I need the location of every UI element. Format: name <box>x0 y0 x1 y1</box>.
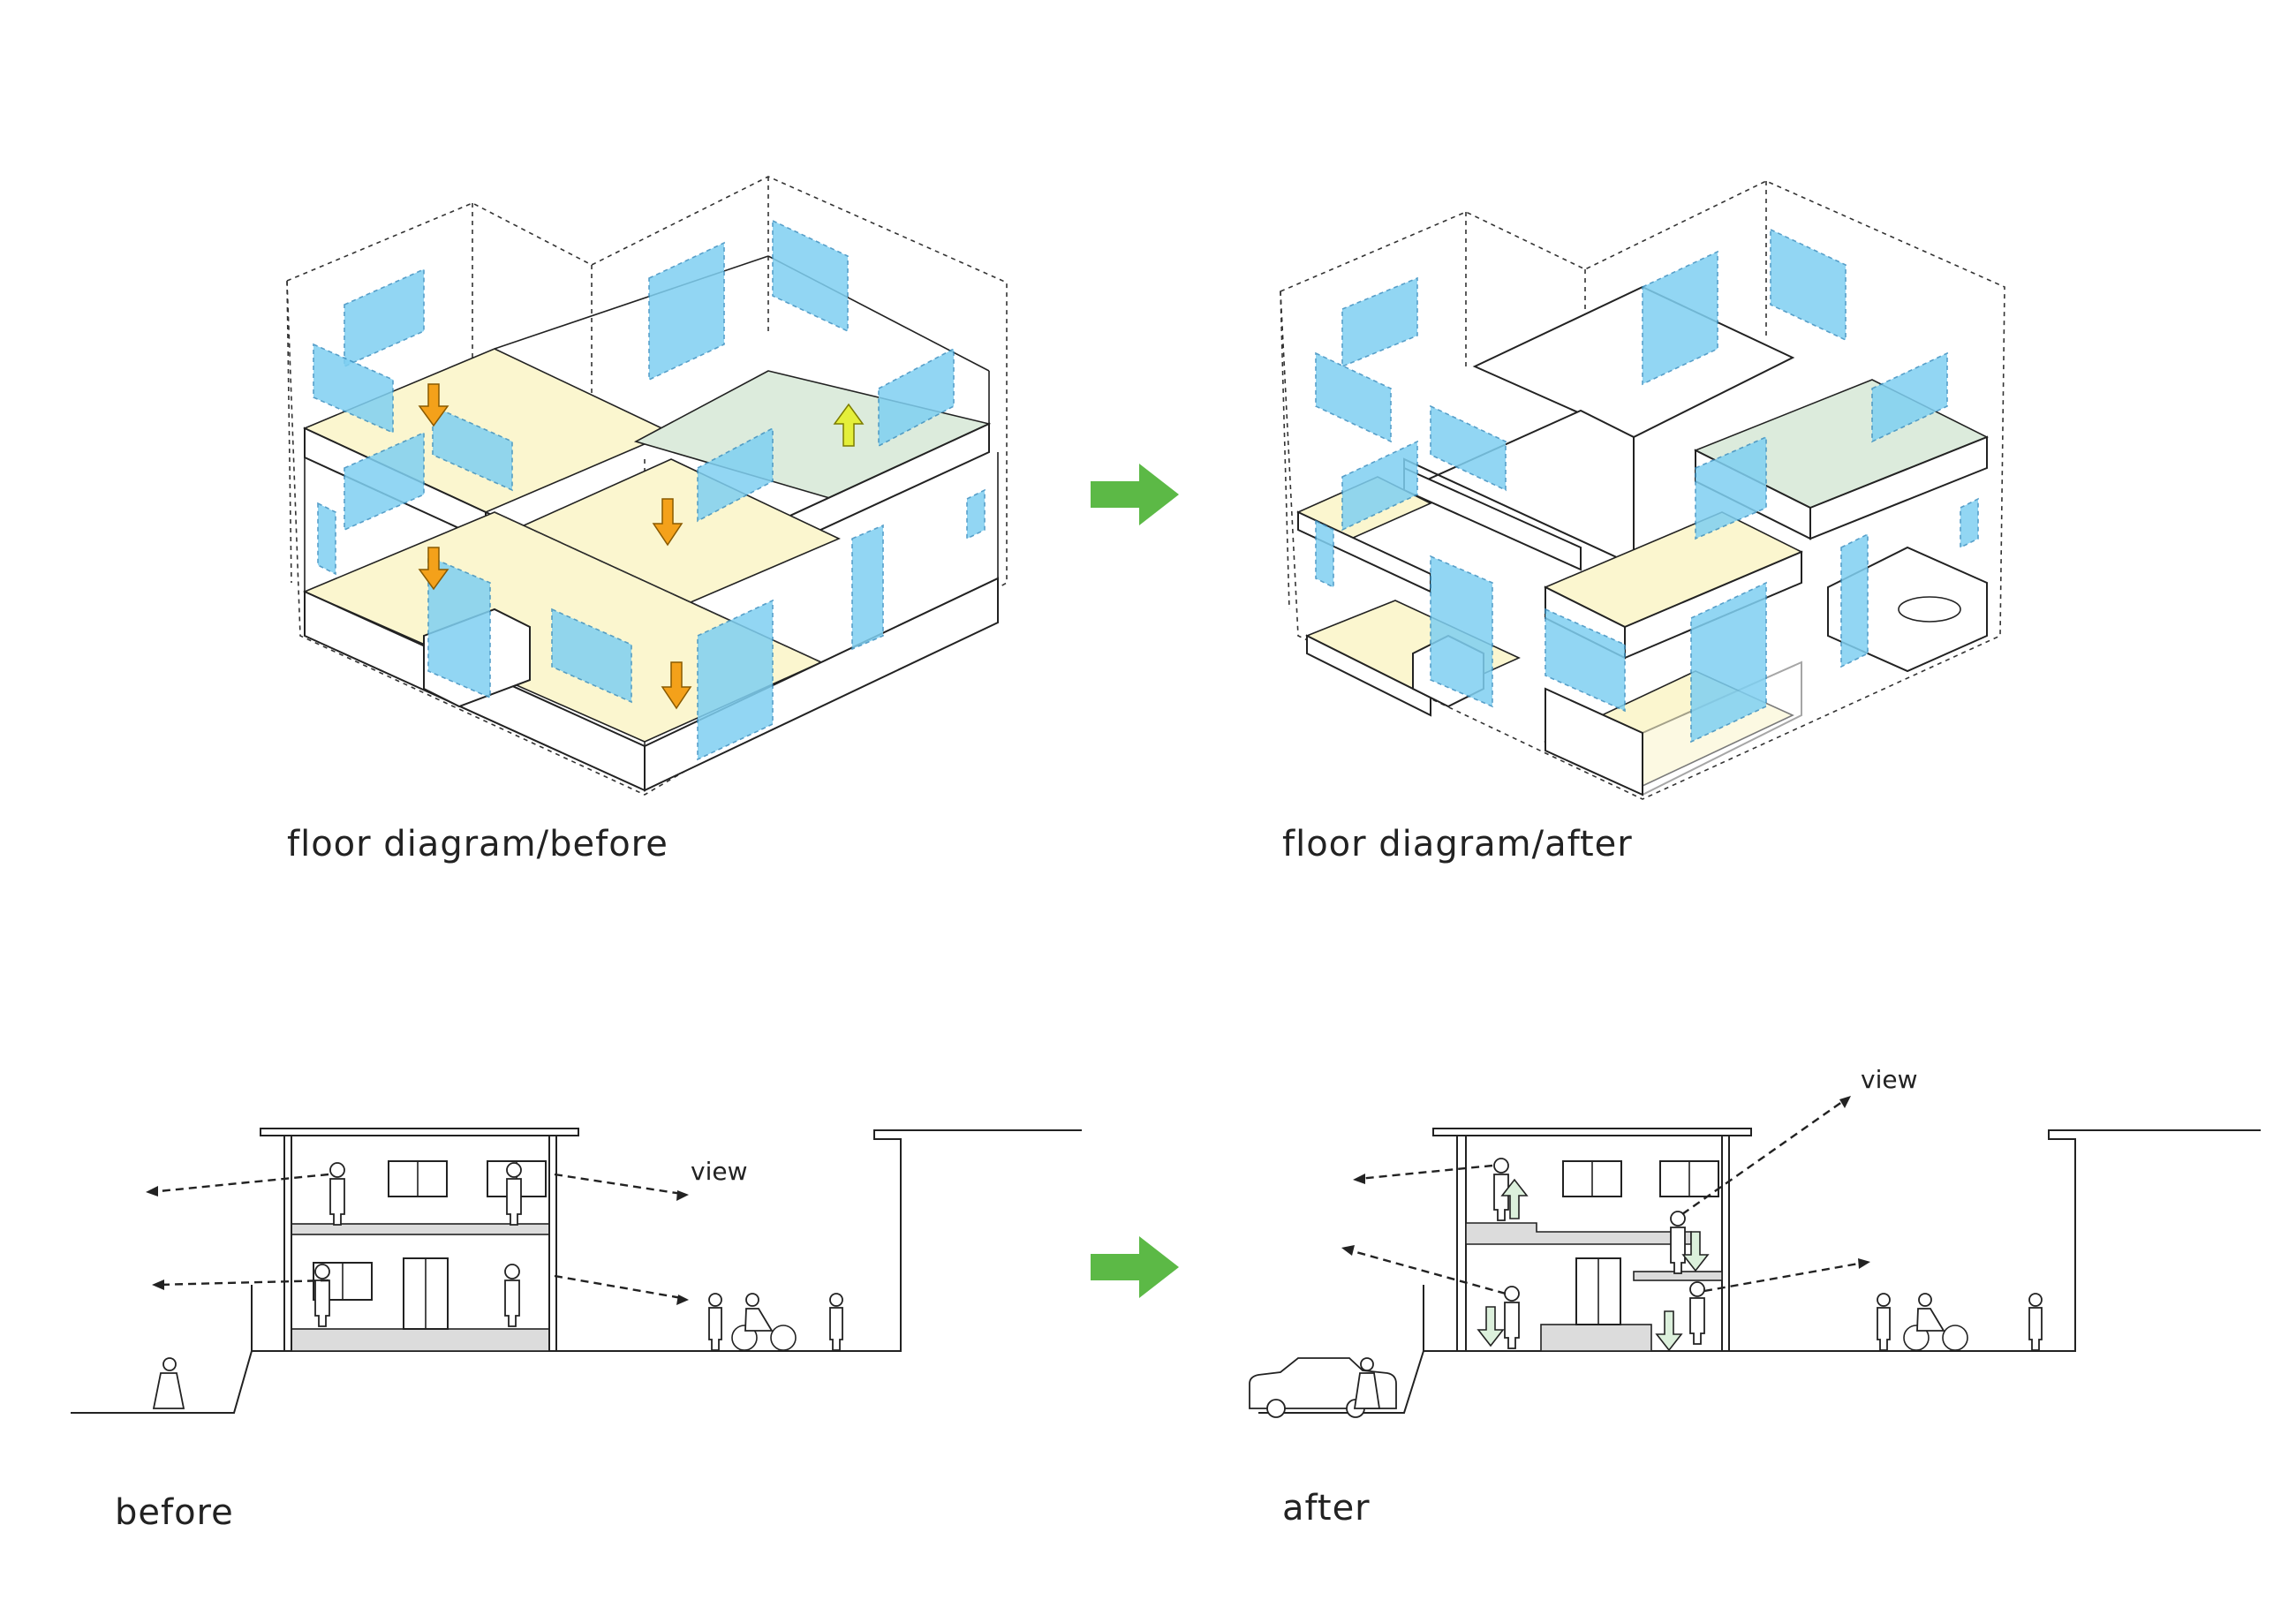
person-figure <box>2028 1293 2043 1351</box>
view-label: view <box>1861 1065 1917 1094</box>
person-figure <box>506 1162 522 1226</box>
person-figure <box>1504 1286 1520 1349</box>
cyclist-figure <box>1903 1293 1968 1351</box>
caption-section-before: before <box>115 1492 234 1533</box>
house-section-before <box>260 1128 579 1352</box>
people-before <box>152 1162 843 1409</box>
windows-after <box>1315 228 1979 744</box>
person-figure <box>314 1264 330 1327</box>
orange-down-arrow-icon <box>661 661 692 710</box>
floor-diagram-before <box>286 176 1008 796</box>
person-figure <box>829 1293 843 1351</box>
people-after <box>1249 1158 2043 1418</box>
person-figure <box>1670 1211 1686 1274</box>
down-arrow-icon <box>1477 1306 1505 1347</box>
person-figure <box>1689 1281 1705 1345</box>
person-figure <box>329 1162 345 1226</box>
person-figure <box>708 1293 722 1351</box>
ground-profile-before <box>71 1129 1082 1414</box>
view-label: view <box>691 1157 747 1186</box>
sightlines-after <box>1341 1096 1870 1295</box>
person-figure <box>504 1264 520 1327</box>
caption-section-after: after <box>1282 1488 1371 1529</box>
flow-arrows-after <box>1477 1178 1710 1352</box>
sightlines-before <box>146 1173 689 1305</box>
up-arrow-icon <box>1500 1178 1529 1219</box>
green-right-arrow-icon <box>1091 1236 1179 1298</box>
person-figure <box>152 1357 185 1409</box>
section-before: view <box>71 1128 1082 1414</box>
down-arrow-icon <box>1681 1231 1710 1272</box>
caption-floor-diagram-after: floor diagram/after <box>1282 824 1633 864</box>
windows-before <box>313 219 986 761</box>
orange-down-arrow-icon <box>418 547 449 591</box>
caption-floor-diagram-before: floor diagram/before <box>287 824 668 864</box>
floor-diagram-after <box>1280 180 2005 800</box>
person-figure <box>1877 1293 1891 1351</box>
down-arrow-icon <box>1655 1310 1683 1352</box>
flow-arrows-before <box>418 383 865 710</box>
section-after: view <box>1249 1065 2261 1418</box>
yellow-up-arrow-icon <box>833 403 865 447</box>
cyclist-figure <box>731 1293 797 1351</box>
orange-down-arrow-icon <box>418 383 449 427</box>
ground-profile-after <box>1258 1129 2261 1414</box>
orange-down-arrow-icon <box>652 498 684 547</box>
person-figure <box>1353 1357 1381 1409</box>
green-right-arrow-icon <box>1091 464 1179 525</box>
person-figure <box>1493 1158 1509 1221</box>
